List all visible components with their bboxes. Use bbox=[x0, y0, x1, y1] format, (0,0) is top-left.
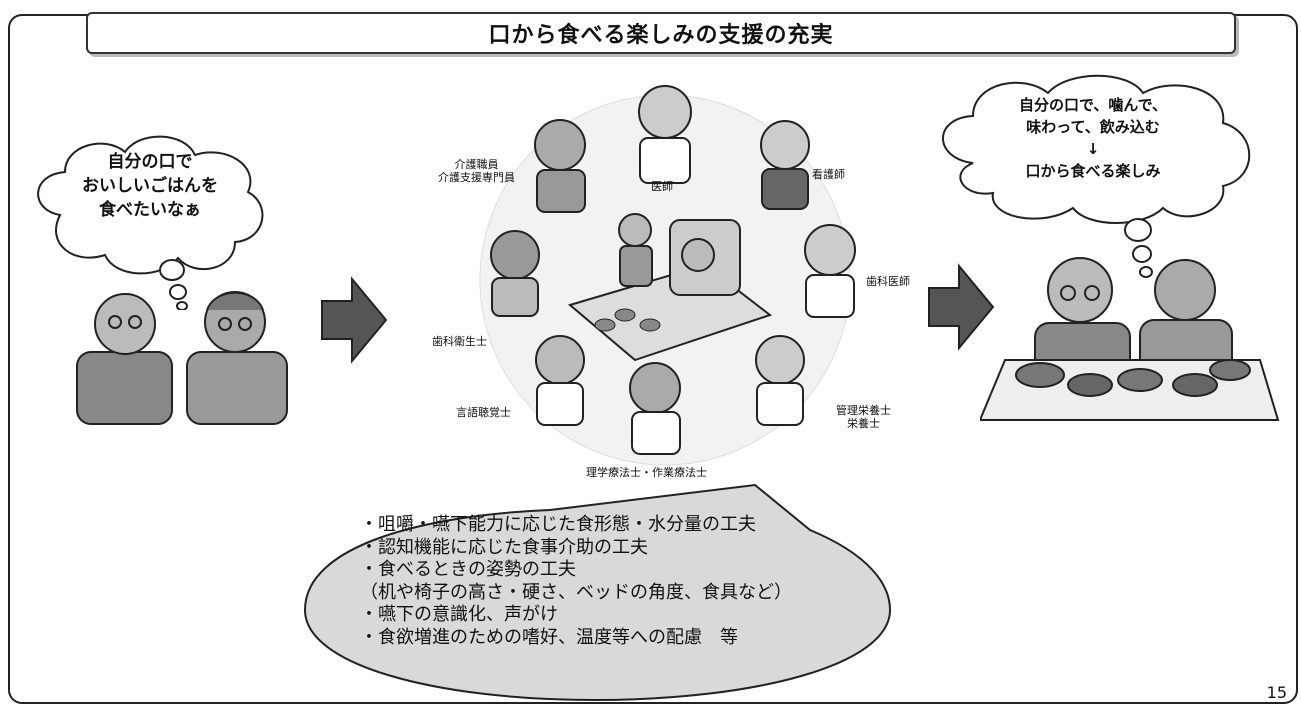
left-cloud-line: 自分の口で bbox=[107, 152, 193, 172]
right-cloud-line: 自分の口で、噛んで、 bbox=[1018, 96, 1168, 114]
support-point-item: ・食べるときの姿勢の工夫 bbox=[360, 559, 576, 580]
role-label-nurse: 看護師 bbox=[812, 168, 845, 181]
right-thought-cloud bbox=[942, 74, 1251, 278]
role-label-hygienist: 歯科衛生士 bbox=[432, 335, 487, 348]
right-cloud-line: ↓ bbox=[1086, 140, 1100, 158]
left-cloud-line: おいしいごはんを bbox=[82, 176, 218, 196]
role-label-line: 介護職員 bbox=[454, 158, 499, 171]
support-points-bubble bbox=[303, 483, 892, 702]
care-team-diagram bbox=[479, 85, 856, 466]
elderly-couple-eating-illustration bbox=[980, 257, 1280, 421]
role-label-speech-therapist: 言語聴覚士 bbox=[456, 406, 511, 419]
page-number: 15 bbox=[1266, 683, 1287, 702]
role-label-doctor: 医師 bbox=[651, 180, 673, 193]
left-cloud-text: 自分の口で おいしいごはんを 食べたいなぁ bbox=[50, 150, 250, 222]
left-thought-cloud bbox=[37, 135, 264, 310]
role-label-dentist: 歯科医師 bbox=[866, 275, 910, 288]
support-point-item: （机や椅子の高さ・硬さ、ベッドの角度、食具など） bbox=[360, 581, 792, 603]
role-label-dietitian: 管理栄養士 栄養士 bbox=[836, 404, 891, 430]
role-label-line: 栄養士 bbox=[847, 417, 880, 430]
slide-frame: 口から食べる楽しみの支援の充実 bbox=[8, 12, 1298, 704]
support-points-list: ・咀嚼・嚥下能力に応じた食形態・水分量の工夫 ・認知機能に応じた食事介助の工夫 … bbox=[360, 514, 880, 649]
support-point-item: ・食欲増進のための嗜好、温度等への配慮 等 bbox=[360, 626, 738, 648]
left-cloud-line: 食べたいなぁ bbox=[99, 200, 201, 220]
support-point-item: ・認知機能に応じた食事介助の工夫 bbox=[360, 536, 648, 558]
support-point-item: ・咀嚼・嚥下能力に応じた食形態・水分量の工夫 bbox=[360, 514, 756, 535]
slide-title-text: 口から食べる楽しみの支援の充実 bbox=[488, 23, 834, 48]
right-cloud-line: 口から食べる楽しみ bbox=[1025, 162, 1161, 180]
slide-title: 口から食べる楽しみの支援の充実 bbox=[86, 12, 1236, 54]
right-cloud-line: 味わって、飲み込む bbox=[1026, 118, 1160, 136]
arrow-right-icon bbox=[321, 276, 388, 364]
role-label-therapists: 理学療法士・作業療法士 bbox=[586, 466, 707, 479]
right-cloud-text: 自分の口で、噛んで、 味わって、飲み込む ↓ 口から食べる楽しみ bbox=[968, 94, 1218, 182]
role-label-line: 管理栄養士 bbox=[836, 404, 891, 417]
arrow-right-icon bbox=[928, 263, 995, 351]
elderly-couple-illustration bbox=[76, 291, 288, 425]
role-label-care-worker: 介護職員 介護支援専門員 bbox=[438, 158, 515, 184]
support-point-item: ・嚥下の意識化、声がけ bbox=[360, 604, 558, 625]
role-label-line: 介護支援専門員 bbox=[438, 171, 515, 184]
